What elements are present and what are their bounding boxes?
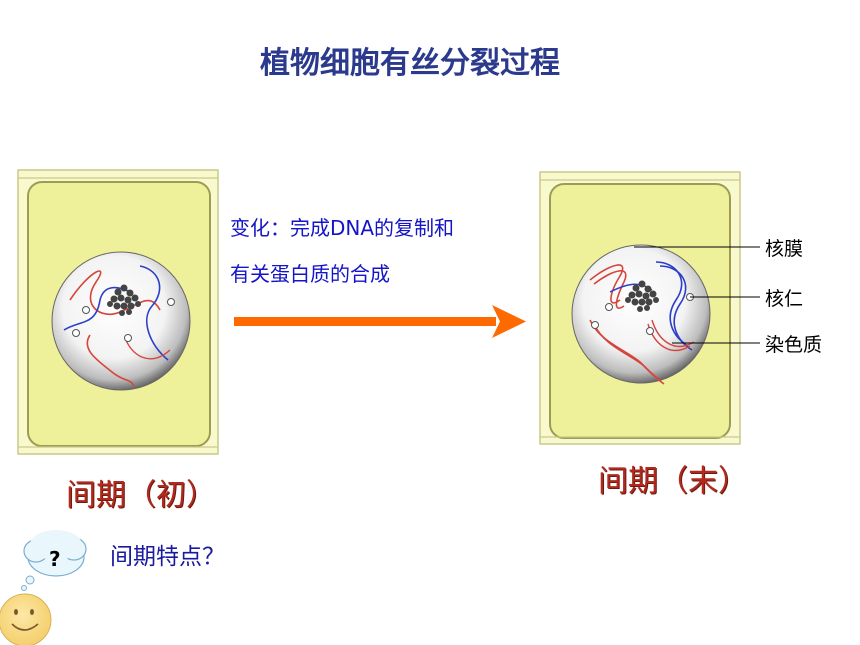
cell-late	[539, 171, 760, 445]
question-mark: ?	[49, 547, 61, 571]
label-nuclear-membrane: 核膜	[765, 238, 804, 260]
label-nucleolus: 核仁	[765, 288, 804, 310]
question-text: 间期特点？	[110, 544, 225, 570]
stage-label-late: 间期（末）	[598, 464, 748, 499]
page-title: 植物细胞有丝分裂过程	[260, 46, 560, 81]
stage-label-early: 间期（初）	[66, 478, 216, 513]
nucleus-early	[51, 251, 191, 391]
thought-bubble	[21, 530, 87, 591]
nucleus-late	[571, 244, 711, 385]
description-line-1: 变化：完成DNA的复制和	[230, 216, 455, 240]
process-arrow	[234, 305, 526, 338]
cell-early	[17, 169, 219, 455]
description-line-2: 有关蛋白质的合成	[230, 262, 390, 286]
label-chromatin: 染色质	[765, 334, 823, 356]
smiley-face-icon	[0, 593, 52, 645]
